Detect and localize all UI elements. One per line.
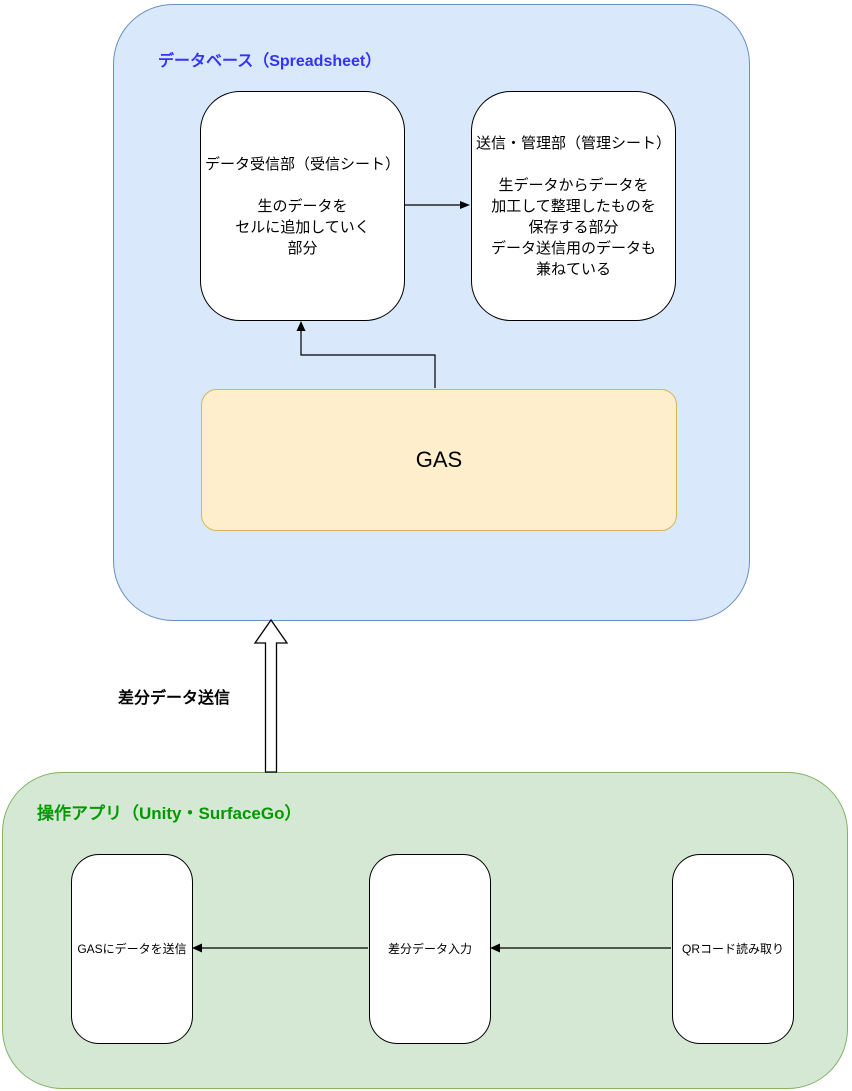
receiver-sheet-node: データ受信部（受信シート） 生のデータを セルに追加していく 部分 [200,91,405,321]
gas-node: GAS [201,389,677,531]
app-title: 操作アプリ（Unity・SurfaceGo） [37,804,302,823]
manager-sheet-description: 生データからデータを 加工して整理したものを 保存する部分 データ送信用のデータ… [490,176,656,278]
send-to-gas-label: GASにデータを送信 [77,941,187,956]
receiver-sheet-description: 生のデータを セルに追加していく 部分 [235,197,370,257]
upload-arrow [253,618,289,773]
manager-sheet-node: 送信・管理部（管理シート） 生データからデータを 加工して整理したものを 保存す… [471,91,676,321]
qr-read-label: QRコード読み取り [681,941,784,956]
app-container: 操作アプリ（Unity・SurfaceGo） GASにデータを送信 差分データ入… [2,772,848,1089]
upload-flow-label: 差分データ送信 [118,690,231,707]
gas-label: GAS [415,447,463,472]
database-container: データベース（Spreadsheet） データ受信部（受信シート） 生のデータを… [113,4,750,621]
diff-input-label: 差分データ入力 [387,941,472,956]
receiver-sheet-title: データ受信部（受信シート） [204,155,400,173]
manager-sheet-title: 送信・管理部（管理シート） [475,134,671,152]
send-to-gas-node: GASにデータを送信 [71,854,193,1044]
diff-input-node: 差分データ入力 [369,854,491,1044]
database-title: データベース（Spreadsheet） [158,53,382,70]
qr-read-node: QRコード読み取り [672,854,794,1044]
